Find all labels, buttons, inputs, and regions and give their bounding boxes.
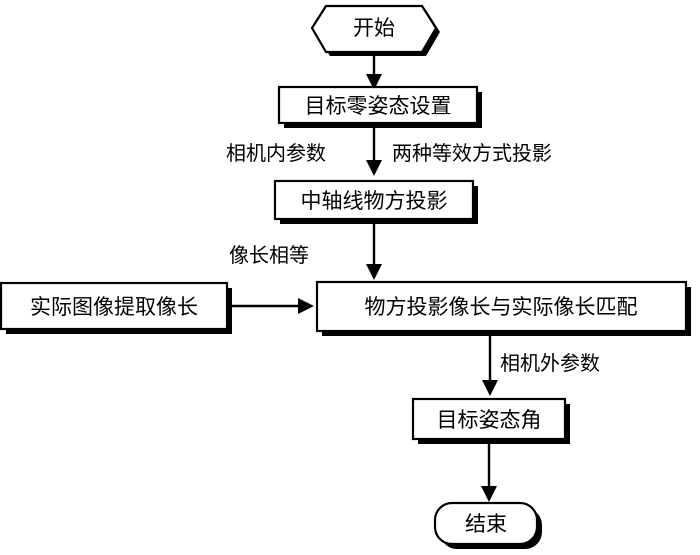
extract-length-node: 实际图像提取像长 bbox=[0, 281, 232, 334]
edge-label-projection-methods: 两种等效方式投影 bbox=[392, 141, 552, 165]
match-node: 物方投影像长与实际像长匹配 bbox=[315, 280, 691, 336]
edge-extract-length-to-match bbox=[227, 298, 314, 314]
edge-label-intrinsic: 相机内参数 bbox=[226, 141, 326, 165]
zero-attitude-label: 目标零姿态设置 bbox=[305, 94, 452, 118]
start-node: 开始 bbox=[310, 4, 440, 56]
edge-zero-attitude-to-axis-projection bbox=[366, 123, 382, 176]
edge-match-to-attitude-angle bbox=[482, 331, 498, 396]
start-label: 开始 bbox=[353, 16, 395, 40]
edge-attitude-angle-to-end bbox=[481, 439, 497, 502]
axis-projection-node: 中轴线物方投影 bbox=[273, 179, 478, 224]
match-label: 物方投影像长与实际像长匹配 bbox=[365, 295, 638, 319]
edge-axis-projection-to-match bbox=[366, 219, 382, 280]
attitude-angle-label: 目标姿态角 bbox=[437, 408, 542, 432]
edge-start-to-zero-attitude bbox=[366, 52, 382, 90]
edge-label-extrinsic: 相机外参数 bbox=[500, 351, 600, 375]
attitude-angle-node: 目标姿态角 bbox=[411, 397, 570, 444]
axis-projection-label: 中轴线物方投影 bbox=[301, 189, 448, 213]
extract-length-label: 实际图像提取像长 bbox=[30, 295, 198, 319]
end-node: 结束 bbox=[433, 501, 542, 549]
edge-label-equal-length: 像长相等 bbox=[229, 243, 309, 267]
zero-attitude-node: 目标零姿态设置 bbox=[277, 85, 482, 128]
end-label: 结束 bbox=[465, 512, 507, 536]
